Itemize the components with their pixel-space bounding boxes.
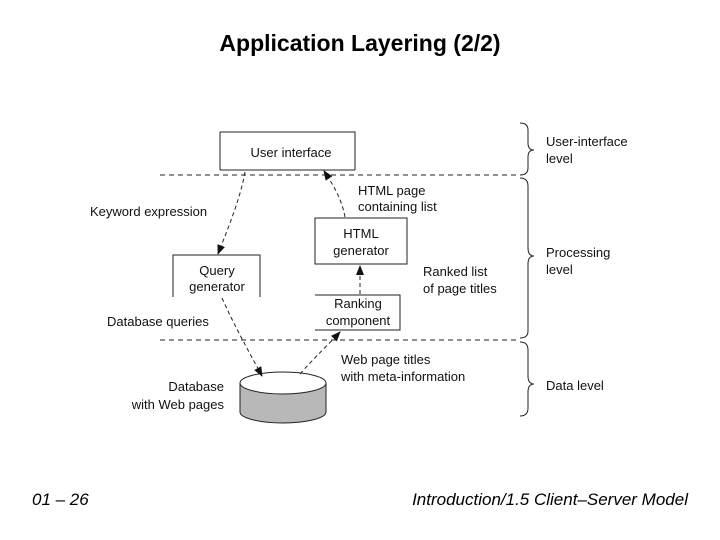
ranked-list-label-1: Ranked list: [423, 264, 488, 279]
ui-level-label-1: User-interface: [546, 134, 628, 149]
html-generator-box: HTML generator: [314, 217, 408, 265]
user-interface-label: User interface: [251, 145, 332, 160]
data-level-label: Data level: [546, 378, 604, 393]
section-footer: Introduction/1.5 Client–Server Model: [412, 490, 688, 509]
html-page-arrow: [323, 170, 346, 218]
user-interface-box: User interface: [219, 131, 356, 171]
processing-level-label-2: level: [546, 262, 573, 277]
database-queries-label: Database queries: [107, 314, 209, 329]
web-page-titles-label-1: Web page titles: [341, 352, 431, 367]
data-level-brace: [519, 341, 535, 417]
database-queries-arrow: [221, 297, 263, 377]
processing-level-label-1: Processing: [546, 245, 610, 260]
keyword-expression-label: Keyword expression: [90, 204, 207, 219]
keyword-expression-arrow: [217, 171, 246, 255]
web-page-titles-arrow: [299, 331, 341, 375]
html-page-label-1: HTML page: [358, 183, 425, 198]
query-generator-box: Query generator: [172, 254, 261, 297]
query-generator-label-1: Query: [199, 263, 235, 278]
database-label-2: with Web pages: [131, 397, 225, 412]
database-cylinder: [239, 371, 327, 424]
html-generator-label-2: generator: [333, 243, 389, 258]
ui-level-label-2: level: [546, 151, 573, 166]
ui-level-brace: [519, 122, 535, 176]
slide-title: Application Layering (2/2): [219, 30, 501, 56]
ranking-component-label-1: Ranking: [334, 296, 382, 311]
html-generator-label-1: HTML: [343, 226, 378, 241]
ranking-component-box: Ranking component: [315, 294, 401, 331]
html-page-label-2: containing list: [358, 199, 437, 214]
processing-level-brace: [519, 177, 535, 339]
database-label-1: Database: [168, 379, 224, 394]
web-page-titles-label-2: with meta-information: [340, 369, 465, 384]
query-generator-label-2: generator: [189, 279, 245, 294]
ranking-component-label-2: component: [326, 313, 391, 328]
ranked-list-label-2: of page titles: [423, 281, 497, 296]
slide-number: 01 – 26: [32, 490, 89, 509]
